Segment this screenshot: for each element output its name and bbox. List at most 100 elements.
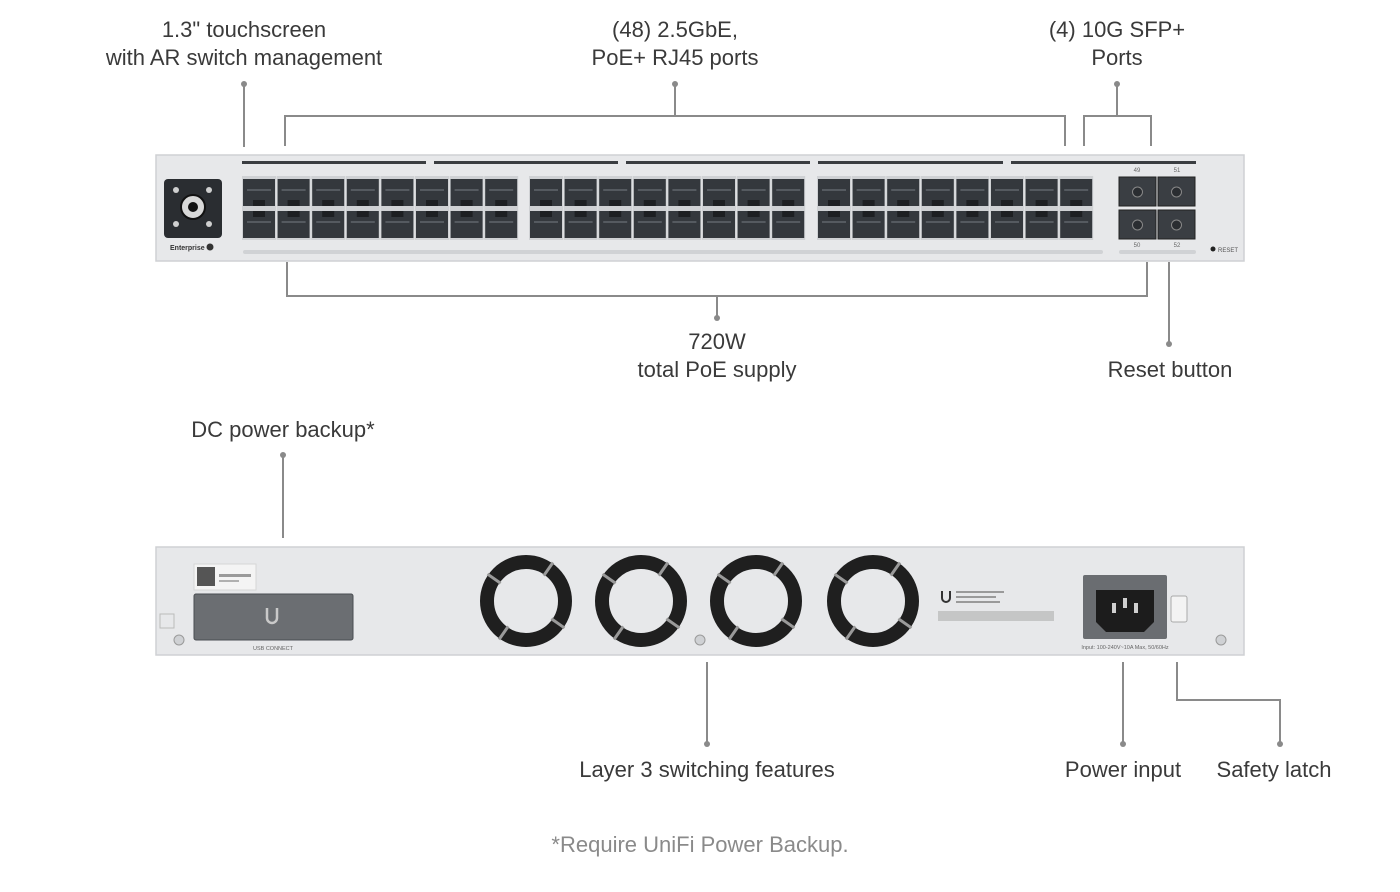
rj45-port-contacts — [568, 189, 593, 191]
compliance-marks — [938, 591, 1054, 621]
fan-grille — [480, 555, 572, 647]
rj45-port-tab — [253, 200, 265, 206]
rj45-port-tab — [1001, 200, 1013, 206]
fan-spoke — [844, 625, 857, 641]
rj45-port-tab — [495, 211, 508, 217]
port-group-bar — [1011, 161, 1196, 164]
rj45-port-tab — [931, 211, 944, 217]
rj45-port-contacts — [672, 189, 697, 191]
rj45-port-tab — [391, 200, 404, 206]
rj45-port-contacts — [822, 189, 846, 191]
power-pin-2 — [1123, 598, 1127, 608]
rj45-port-tab — [1035, 200, 1048, 206]
usb-connect-text: USB CONNECT — [253, 646, 294, 652]
rj45-port-tab — [540, 200, 552, 206]
callout-poe-line2: total PoE supply — [637, 357, 797, 382]
rj45-port-tab — [460, 211, 473, 217]
reset-button-icon[interactable] — [1210, 246, 1216, 252]
callout-poe-line1: 720W — [688, 329, 746, 354]
callout-reset-line1: Reset button — [1107, 357, 1233, 382]
fan-spoke — [833, 572, 849, 585]
leader-dot-rj45 — [672, 81, 678, 87]
rj45-port-tab — [713, 211, 725, 217]
rj45-port-contacts — [534, 221, 558, 223]
rj45-port-contacts — [316, 221, 341, 223]
rj45-port-tab — [356, 211, 369, 217]
screw-right — [1215, 634, 1227, 646]
rj45-port-tab — [966, 200, 979, 206]
serial-text-line-2 — [219, 580, 239, 582]
led-strip-sfp — [1119, 250, 1196, 254]
rj45-port-tab — [253, 211, 265, 217]
dc-power-port[interactable] — [193, 593, 354, 641]
callout-sfp-line2: Ports — [1091, 45, 1143, 70]
sfp-label-50: 50 — [1134, 243, 1141, 249]
rj45-port-tab — [747, 211, 760, 217]
rj45-port-tab — [897, 211, 910, 217]
power-inlet-socket[interactable] — [1096, 590, 1154, 632]
serial-text-line — [219, 574, 251, 577]
safety-latch[interactable] — [1170, 595, 1188, 623]
rj45-port-tab — [782, 200, 795, 206]
power-pin-3 — [1134, 603, 1138, 613]
touchscreen-icon-tl — [173, 187, 179, 193]
rj45-port-contacts — [776, 189, 801, 191]
screw-left — [173, 634, 185, 646]
rj45-port-contacts — [960, 221, 985, 223]
callout-safety-latch: Safety latch — [1217, 756, 1332, 784]
spec-text-block — [956, 591, 1004, 593]
rj45-port-contacts — [603, 189, 628, 191]
rj45-port-tab — [862, 200, 875, 206]
sfp-port-latch — [1171, 186, 1182, 198]
rj45-port-tab — [391, 211, 404, 217]
fan-spoke — [497, 625, 510, 641]
rj45-port-tab — [322, 211, 335, 217]
rj45-port-contacts — [637, 189, 662, 191]
rj45-port-tab — [1070, 211, 1083, 217]
rj45-port-contacts — [1064, 189, 1089, 191]
rj45-port-contacts — [776, 221, 801, 223]
rj45-port-contacts — [281, 189, 306, 191]
rj45-port-contacts — [741, 221, 766, 223]
rj45-port-contacts — [1029, 221, 1054, 223]
rj45-port-contacts — [385, 189, 410, 191]
fan-grille — [710, 555, 802, 647]
rj45-port-contacts — [960, 189, 985, 191]
sfp-label-49: 49 — [1134, 168, 1141, 174]
callout-rj45-line1: (48) 2.5GbE, — [612, 17, 738, 42]
fan-spoke — [716, 572, 732, 585]
rj45-port-tab — [1001, 211, 1013, 217]
touchscreen-icon-br — [206, 221, 212, 227]
fan-spoke — [772, 561, 785, 577]
fan-spoke — [612, 625, 625, 641]
fan-spoke — [486, 572, 502, 585]
callout-rj45: (48) 2.5GbE, PoE+ RJ45 ports — [592, 16, 759, 72]
rj45-port-contacts — [350, 221, 375, 223]
fan-bank — [480, 555, 919, 647]
rj45-port-contacts — [925, 221, 950, 223]
fan-spoke — [542, 561, 555, 577]
callout-power-input: Power input — [1065, 756, 1181, 784]
rj45-port-tab — [678, 200, 691, 206]
fan-spoke — [727, 625, 740, 641]
enterprise-logo-icon — [206, 243, 214, 251]
callout-reset: Reset button — [1108, 356, 1233, 384]
front-panel: Enterprise RESET 49 51 50 52 — [155, 154, 1245, 262]
rj45-port-contacts — [707, 221, 731, 223]
rj45-port-contacts — [995, 189, 1019, 191]
rj45-port-contacts — [856, 221, 881, 223]
rj45-port-tab — [540, 211, 552, 217]
callout-power-input-line1: Power input — [1064, 757, 1182, 782]
leader-dot-dc-backup — [280, 452, 286, 458]
spec-text-block-2 — [956, 596, 996, 598]
callout-layer3-line1: Layer 3 switching features — [579, 757, 835, 782]
sfp-port-bank — [1118, 176, 1196, 240]
reset-text: RESET — [1218, 248, 1238, 254]
rj45-port-tab — [747, 200, 760, 206]
rj45-port-tab — [287, 200, 300, 206]
rj45-port-contacts — [1029, 189, 1054, 191]
led-strip-rj45 — [243, 250, 1103, 254]
rj45-port-tab — [609, 211, 622, 217]
rj45-port-tab — [356, 200, 369, 206]
